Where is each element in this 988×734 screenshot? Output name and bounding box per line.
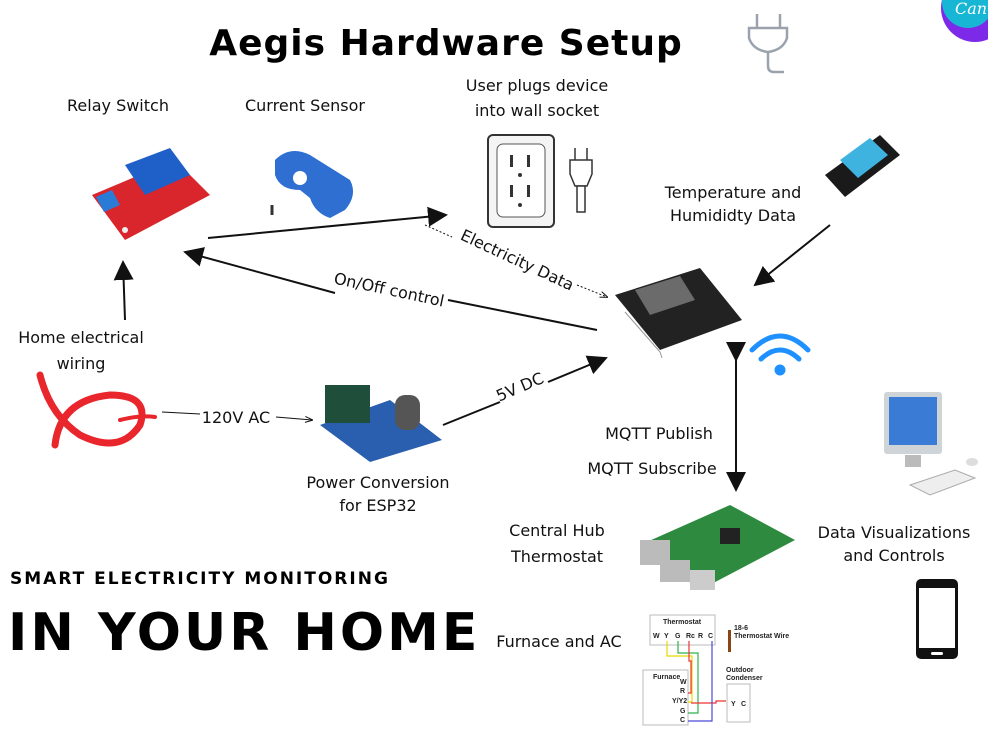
canva-logo: Canva [941,0,988,42]
hub-label-line2: Thermostat [510,547,603,566]
svg-text:R: R [680,688,685,695]
power-converter-image [320,385,442,462]
viz-label-line2: and Controls [843,546,944,565]
mqtt-subscribe-label: MQTT Subscribe [587,459,716,478]
smartphone-icon [916,579,958,659]
svg-text:Furnace: Furnace [653,674,680,681]
svg-text:R: R [698,633,703,640]
arrow-relay-to-outlet [207,206,448,239]
furnace-label: Furnace and AC [496,632,621,651]
plug-icon-small [569,148,593,213]
svg-text:W: W [680,679,687,686]
tagline-line1: SMART ELECTRICITY MONITORING [10,569,390,589]
plug-icon [747,14,789,74]
hub-label-line1: Central Hub [509,521,605,540]
arrow-onoff-to-relay [183,247,336,294]
relay-switch-image [92,148,210,240]
arrows [113,206,831,492]
arrow-esp-onoff-line [447,299,598,331]
page-title: Aegis Hardware Setup [209,23,683,64]
svg-text:Canva: Canva [955,0,988,18]
thermostat-wiring-diagram: Thermostat W Y G Rc R C 18-6 Thermostat … [642,614,789,726]
outlet-label-line2: into wall socket [475,101,599,120]
mqtt-publish-label: MQTT Publish [605,424,713,443]
power-label-line2: for ESP32 [339,496,416,515]
tagline-line2: IN YOUR HOME [8,603,480,663]
svg-text:W: W [653,633,660,640]
electrical-wire-image [36,371,157,449]
temperature-label-line2: Humididty Data [670,206,796,225]
svg-text:G: G [680,708,686,715]
svg-text:G: G [675,633,681,640]
arrow-temp-to-esp [753,224,831,287]
svg-text:Thermostat: Thermostat [663,619,702,626]
svg-text:Outdoor: Outdoor [726,667,754,674]
relay-switch-label: Relay Switch [67,96,169,115]
wall-outlet-icon [487,134,555,228]
arrow-dc-line [442,401,501,426]
temperature-sensor-image [825,135,900,197]
arrow-dc-to-esp [547,355,608,383]
svg-text:18-6: 18-6 [734,625,748,632]
svg-text:C: C [680,717,685,724]
arrow-elec-data-to-esp [576,284,607,297]
svg-text:C: C [741,701,746,708]
svg-text:C: C [708,633,713,640]
svg-text:Thermostat Wire: Thermostat Wire [734,633,789,640]
onoff-label: On/Off control [332,269,446,311]
arrow-elec-data-line [424,224,453,238]
svg-text:Rc: Rc [686,633,695,640]
arrow-ac-line [161,411,201,415]
power-label-line1: Power Conversion [306,473,449,492]
svg-text:Y: Y [731,701,736,708]
current-sensor-image [270,151,354,218]
outlet-label-line1: User plugs device [466,76,608,95]
wiring-label-line2: wiring [57,354,106,373]
electricity-data-label: Electricity Data [458,225,577,294]
svg-text:Condenser: Condenser [726,675,763,682]
desktop-computer-icon [884,392,978,496]
svg-text:Y: Y [664,633,669,640]
viz-label-line1: Data Visualizations [818,523,971,542]
esp32-board-image [615,268,742,359]
wiring-label-line1: Home electrical [18,328,144,347]
temperature-label-line1: Temperature and [664,183,802,202]
wifi-icon [749,333,811,376]
arrow-wiring-to-relay [113,260,134,321]
ac-label: 120V AC [202,408,270,427]
current-sensor-label: Current Sensor [245,96,365,115]
svg-text:Y/Y2: Y/Y2 [672,698,687,705]
arrow-ac-to-converter [275,417,312,420]
dc-label: 5V DC [493,368,546,405]
raspberry-pi-image [640,505,795,590]
